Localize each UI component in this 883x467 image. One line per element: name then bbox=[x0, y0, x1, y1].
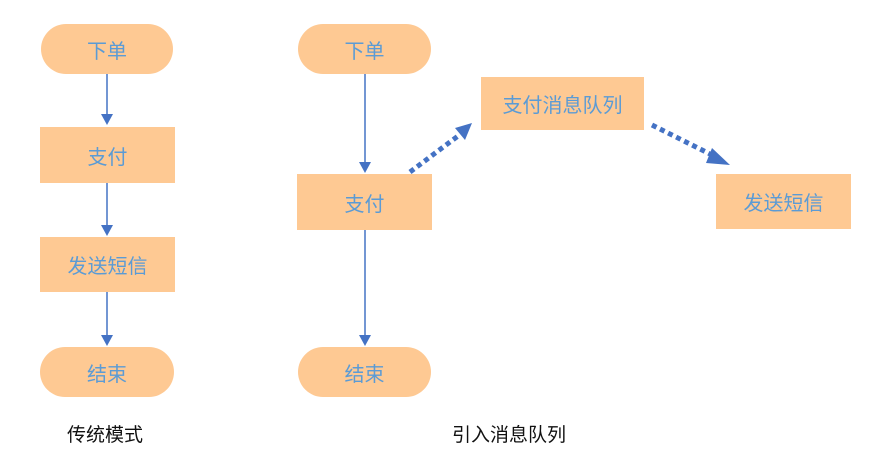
traditional-edge-order-pay bbox=[101, 74, 113, 125]
traditional-node-pay: 支付 bbox=[40, 127, 175, 183]
arrowhead-icon bbox=[359, 335, 371, 346]
mq-edge-order-pay bbox=[359, 74, 371, 173]
traditional-node-sms: 发送短信 bbox=[40, 237, 175, 292]
node-label: 发送短信 bbox=[67, 254, 148, 278]
arrowhead-icon bbox=[101, 114, 113, 125]
traditional-caption: 传统模式 bbox=[67, 424, 144, 446]
node-label: 支付 bbox=[344, 191, 385, 216]
node-label: 支付消息队列 bbox=[502, 93, 623, 117]
arrowhead-icon bbox=[455, 123, 472, 140]
mq-edge-pay-queue bbox=[408, 123, 472, 174]
node-label: 下单 bbox=[344, 38, 385, 63]
mq-edge-pay-end bbox=[359, 230, 371, 346]
mq-caption: 引入消息队列 bbox=[452, 424, 567, 446]
mq-edge-queue-sms bbox=[650, 122, 730, 165]
traditional-edge-pay-sms bbox=[101, 183, 113, 236]
node-label: 结束 bbox=[344, 361, 385, 386]
node-label: 支付 bbox=[87, 144, 128, 169]
traditional-node-end: 结束 bbox=[40, 347, 174, 397]
mq-node-sms: 发送短信 bbox=[716, 174, 851, 229]
node-label: 结束 bbox=[87, 361, 127, 386]
node-label: 下单 bbox=[87, 38, 127, 63]
arrowhead-icon bbox=[101, 225, 113, 236]
mq-node-queue: 支付消息队列 bbox=[481, 77, 644, 130]
arrowhead-icon bbox=[706, 148, 730, 165]
traditional-edge-sms-end bbox=[101, 292, 113, 346]
mq-node-order: 下单 bbox=[298, 24, 431, 74]
traditional-node-order: 下单 bbox=[41, 24, 173, 74]
arrowhead-icon bbox=[101, 335, 113, 346]
mq-node-end: 结束 bbox=[298, 347, 431, 397]
arrowhead-icon bbox=[359, 162, 371, 173]
mq-node-pay: 支付 bbox=[297, 174, 432, 230]
node-label: 发送短信 bbox=[743, 191, 824, 215]
